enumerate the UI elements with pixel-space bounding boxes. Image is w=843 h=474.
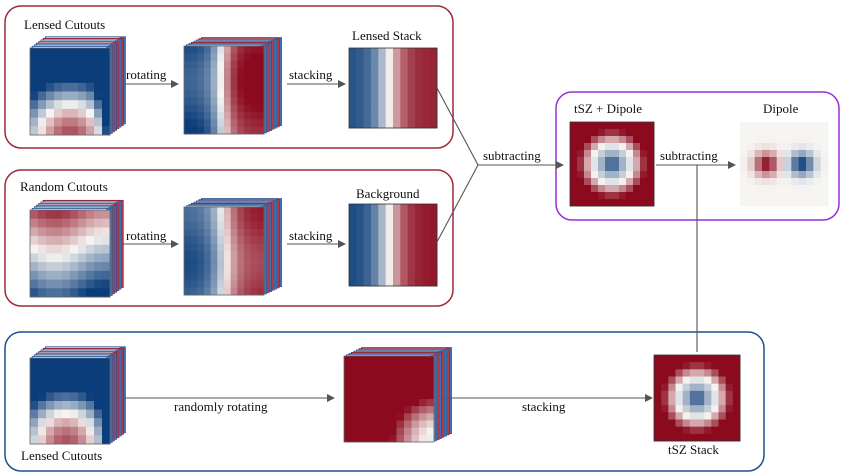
mid-rotating-label: rotating xyxy=(126,228,167,243)
subtracting-label-1: subtracting xyxy=(483,148,541,163)
tsz-stack-label: tSZ Stack xyxy=(668,442,719,457)
bottom-stacking-label: stacking xyxy=(522,399,566,414)
top-input-label: Lensed Cutouts xyxy=(24,17,106,32)
top-stacking-label: stacking xyxy=(289,67,333,82)
tsz-dipole-label: tSZ + Dipole xyxy=(574,101,642,116)
middle-input-label: Random Cutouts xyxy=(20,179,108,194)
lensed-cutouts-stack-image xyxy=(29,36,126,136)
random-row-frame xyxy=(4,169,454,307)
lensed-stack-image xyxy=(348,47,438,129)
background-connector xyxy=(436,164,479,243)
rotated-random-cutouts-image xyxy=(183,198,282,296)
top-rotating-label: rotating xyxy=(126,67,167,82)
dipole-image xyxy=(740,122,829,207)
lensed-row-frame xyxy=(4,5,454,149)
lensed-stack-label: Lensed Stack xyxy=(352,28,422,43)
tsz-row-frame xyxy=(4,331,765,472)
background-image xyxy=(348,203,438,287)
dipole-label: Dipole xyxy=(763,101,799,116)
randomly-rotated-cutouts-image xyxy=(343,347,452,443)
bottom-input-label: Lensed Cutouts xyxy=(21,448,103,463)
lensed-cutouts-stack-image-bottom xyxy=(29,346,126,445)
tsz-stack-image xyxy=(653,354,741,442)
background-label: Background xyxy=(356,186,420,201)
mid-stacking-label: stacking xyxy=(289,228,333,243)
randomly-rotating-label: randomly rotating xyxy=(174,399,268,414)
rotated-lensed-cutouts-image xyxy=(183,37,282,135)
lensed-stack-connector xyxy=(436,87,479,166)
tsz-dipole-image xyxy=(569,121,655,207)
random-cutouts-stack-image xyxy=(29,199,124,298)
subtracting-label-2: subtracting xyxy=(660,148,718,163)
